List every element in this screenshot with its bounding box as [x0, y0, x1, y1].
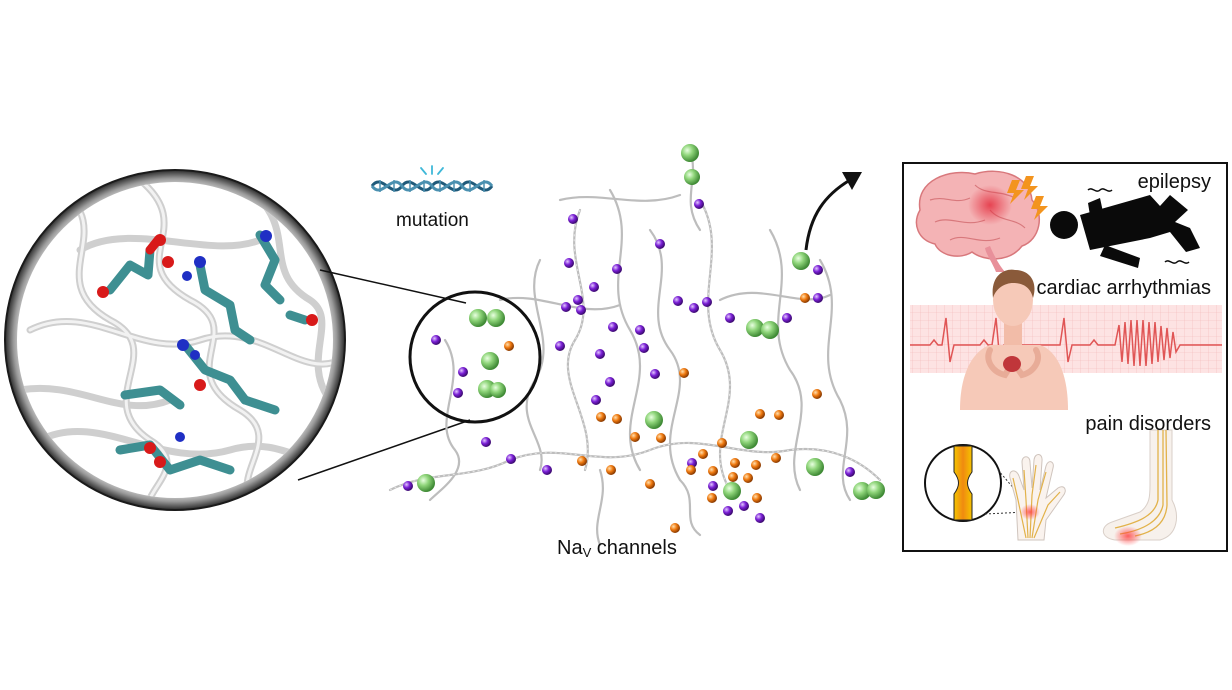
foot-icon: [1102, 429, 1177, 546]
cardiac-arrhythmias-label: cardiac arrhythmias: [1036, 277, 1211, 299]
ecg-trace-icon: [910, 305, 1222, 373]
channel-label-subscript: V: [582, 545, 592, 560]
oxygen-atoms: [97, 234, 318, 468]
channel-label-prefix: Na: [557, 537, 583, 559]
nav-channel-structure: [388, 144, 885, 547]
highlight-circle: [408, 290, 542, 424]
seizure-figure-icon: [1050, 188, 1200, 268]
brain-icon: [915, 170, 1040, 272]
green-spheres: [417, 144, 885, 500]
zoom-line-bottom: [297, 419, 471, 481]
pain-disorders-label: pain disorders: [1085, 413, 1211, 435]
nerve-zoom-icon: [924, 444, 1029, 522]
nitrogen-atoms: [175, 230, 272, 442]
channel-label-suffix: channels: [591, 537, 677, 559]
zoom-line-top: [319, 269, 467, 304]
arrow-icon: [804, 172, 862, 251]
purple-spheres: [403, 199, 855, 523]
mutation-label: mutation: [396, 210, 469, 231]
lightning-icon: [1007, 176, 1048, 220]
orange-spheres: [504, 293, 822, 533]
person-icon: [960, 269, 1068, 410]
hand-icon: [1009, 454, 1066, 541]
channel-label: NaV channels: [557, 537, 677, 560]
dna-icon: [370, 165, 494, 192]
epilepsy-label: epilepsy: [1137, 171, 1211, 193]
magnified-residues-lens: [4, 169, 346, 511]
